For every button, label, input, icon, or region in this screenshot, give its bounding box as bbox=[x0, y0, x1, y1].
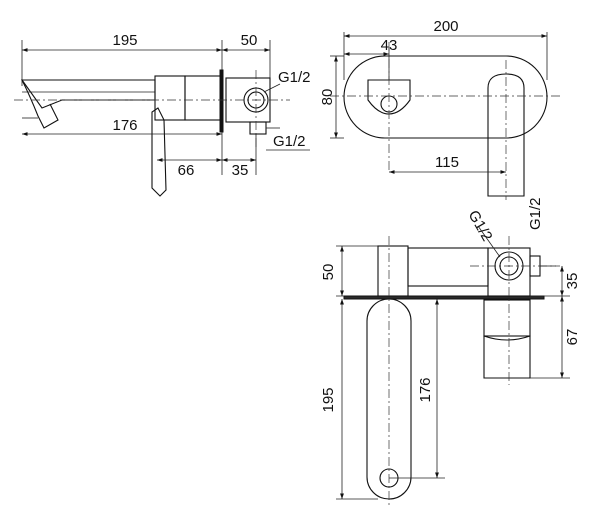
spout-outline bbox=[20, 79, 156, 109]
dim-label-spout-reach-front: 176 bbox=[417, 377, 434, 402]
dim-label-box-height: 67 bbox=[564, 329, 581, 346]
leader-line bbox=[477, 225, 501, 258]
dim-label-box-offset: 35 bbox=[232, 162, 249, 179]
dim-label-box-depth: 35 bbox=[564, 273, 581, 290]
front-wall-plate bbox=[343, 295, 545, 300]
body-block bbox=[154, 75, 186, 121]
dim-label-body-depth: 50 bbox=[241, 32, 258, 49]
side-view: 195 50 G1/2 G1/2 176 66 bbox=[14, 32, 311, 197]
top-view: 200 43 80 115 bbox=[319, 18, 560, 200]
spout-tip bbox=[21, 79, 59, 129]
cartridge-upper bbox=[483, 299, 531, 337]
thread-label-front-left: G1/2 bbox=[465, 208, 496, 245]
handle-top bbox=[487, 73, 525, 197]
cartridge-lower bbox=[483, 335, 531, 379]
cartridge-seam bbox=[483, 335, 531, 341]
plate-outline bbox=[343, 55, 548, 139]
dim-label-handle-offset: 66 bbox=[178, 162, 195, 179]
leader-line bbox=[263, 83, 281, 93]
dim-label-spout-reach: 176 bbox=[112, 117, 137, 134]
thread-label-top: G1/2 bbox=[278, 69, 311, 86]
dim-label-plate-height: 80 bbox=[319, 89, 336, 106]
lower-fitting bbox=[249, 121, 267, 135]
body-cartridge bbox=[184, 75, 223, 121]
dim-label-body-height: 50 bbox=[320, 264, 337, 281]
dim-label-plate-width: 200 bbox=[433, 18, 458, 35]
wall-plate bbox=[219, 69, 224, 133]
thread-label-front-right: G1/2 bbox=[527, 197, 544, 230]
dim-label-spout-length: 195 bbox=[112, 32, 137, 49]
thread-label-bottom: G1/2 bbox=[273, 133, 306, 150]
dim-label-spout-length-front: 195 bbox=[320, 387, 337, 412]
dim-label-handle-offset-top: 115 bbox=[435, 154, 459, 171]
handle-lever bbox=[151, 107, 167, 197]
front-view: 50 G1/2 G1/2 35 67 bbox=[320, 197, 581, 505]
front-body bbox=[377, 245, 409, 297]
front-body-cylinder bbox=[407, 247, 489, 287]
